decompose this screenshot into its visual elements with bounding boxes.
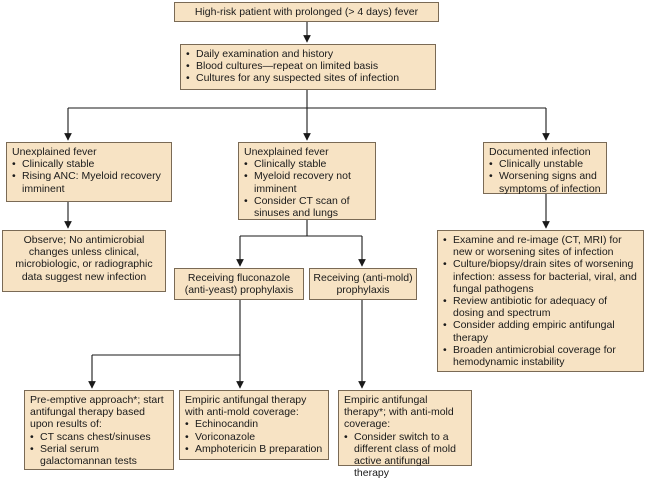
unexplained-mid-item: Clinically stable (244, 158, 370, 170)
node-preemptive-approach: Pre-emptive approach*; start antifungal … (24, 390, 174, 470)
unexplained-mid-item: Consider CT scan of sinuses and lungs (244, 195, 370, 219)
infection-mgmt-item: Consider adding empiric antifungal thera… (443, 319, 638, 343)
unexplained-mid-item: Myeloid recovery not imminent (244, 170, 370, 194)
node-fluconazole-prophylaxis: Receiving fluconazole (anti-yeast) proph… (174, 268, 304, 300)
node-documented-infection: Documented infection Clinically unstable… (483, 142, 607, 195)
node-antimold-prophylaxis: Receiving (anti-mold) prophylaxis (309, 268, 417, 300)
infection-mgmt-item: Examine and re-image (CT, MRI) for new o… (443, 234, 638, 258)
infection-mgmt-item: Review antibiotic for adequacy of dosing… (443, 295, 638, 319)
antimold-text: Receiving (anti-mold) prophylaxis (313, 272, 413, 297)
documented-title: Documented infection (489, 146, 591, 158)
empiric-right-item: Consider switch to a different class of … (344, 431, 466, 479)
preemptive-item: CT scans chest/sinuses (30, 431, 168, 443)
empiric-mid-item: Amphotericin B preparation (185, 443, 323, 455)
empiric-right-title: Empiric antifungal therapy*; with anti-m… (344, 394, 454, 431)
daily-item: Daily examination and history (186, 48, 430, 60)
node-empiric-antifungal-right: Empiric antifungal therapy*; with anti-m… (338, 390, 472, 479)
unexplained-mid-title: Unexplained fever (244, 146, 329, 158)
node-daily-examination: Daily examination and history Blood cult… (180, 44, 436, 90)
node-high-risk-patient-label: High-risk patient with prolonged (> 4 da… (194, 6, 419, 18)
fluconazole-text: Receiving fluconazole (anti-yeast) proph… (184, 272, 294, 297)
node-high-risk-patient: High-risk patient with prolonged (> 4 da… (174, 2, 439, 22)
node-unexplained-fever-mid: Unexplained fever Clinically stable Myel… (238, 142, 376, 220)
documented-item: Worsening signs and symptoms of infectio… (489, 170, 601, 194)
node-infection-management: Examine and re-image (CT, MRI) for new o… (437, 230, 644, 372)
unexplained-left-item: Clinically stable (12, 158, 166, 170)
observe-text: Observe; No antimicrobial changes unless… (15, 234, 153, 283)
documented-item: Clinically unstable (489, 158, 601, 170)
daily-item: Cultures for any suspected sites of infe… (186, 72, 430, 84)
daily-item: Blood cultures—repeat on limited basis (186, 60, 430, 72)
unexplained-left-title: Unexplained fever (12, 146, 97, 158)
node-unexplained-fever-left: Unexplained fever Clinically stable Risi… (6, 142, 172, 202)
infection-mgmt-item: Broaden antimicrobial coverage for hemod… (443, 344, 638, 368)
node-observe: Observe; No antimicrobial changes unless… (2, 230, 166, 292)
empiric-mid-item: Echinocandin (185, 418, 323, 430)
preemptive-title: Pre-emptive approach*; start antifungal … (30, 394, 164, 431)
empiric-mid-item: Voriconazole (185, 431, 323, 443)
empiric-mid-title: Empiric antifungal therapy with anti-mol… (185, 394, 307, 419)
preemptive-item: Serial serum galactomannan tests (30, 443, 168, 467)
infection-mgmt-item: Culture/biopsy/drain sites of worsening … (443, 258, 638, 295)
node-empiric-antifungal-mid: Empiric antifungal therapy with anti-mol… (179, 390, 329, 460)
unexplained-left-item: Rising ANC: Myeloid recovery imminent (12, 170, 166, 194)
